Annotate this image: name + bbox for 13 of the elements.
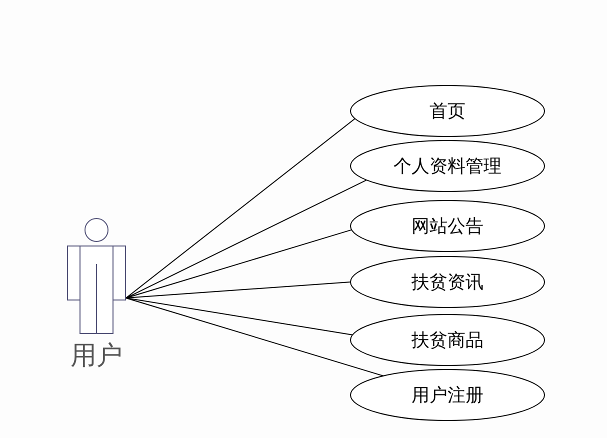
association-line [126,282,351,298]
association-line [126,118,356,298]
use-case-label: 个人资料管理 [392,155,502,178]
association-line [126,180,367,298]
use-case-label: 用户注册 [410,384,484,407]
use-case-label: 扶贫资讯 [410,271,484,294]
association-line [126,229,352,298]
association-line [126,298,353,336]
actor-label: 用户 [70,340,124,373]
association-line [126,298,384,376]
use-case-label: 首页 [428,100,466,123]
use-case-label: 扶贫商品 [410,329,484,352]
use-case-label: 网站公告 [410,215,484,238]
